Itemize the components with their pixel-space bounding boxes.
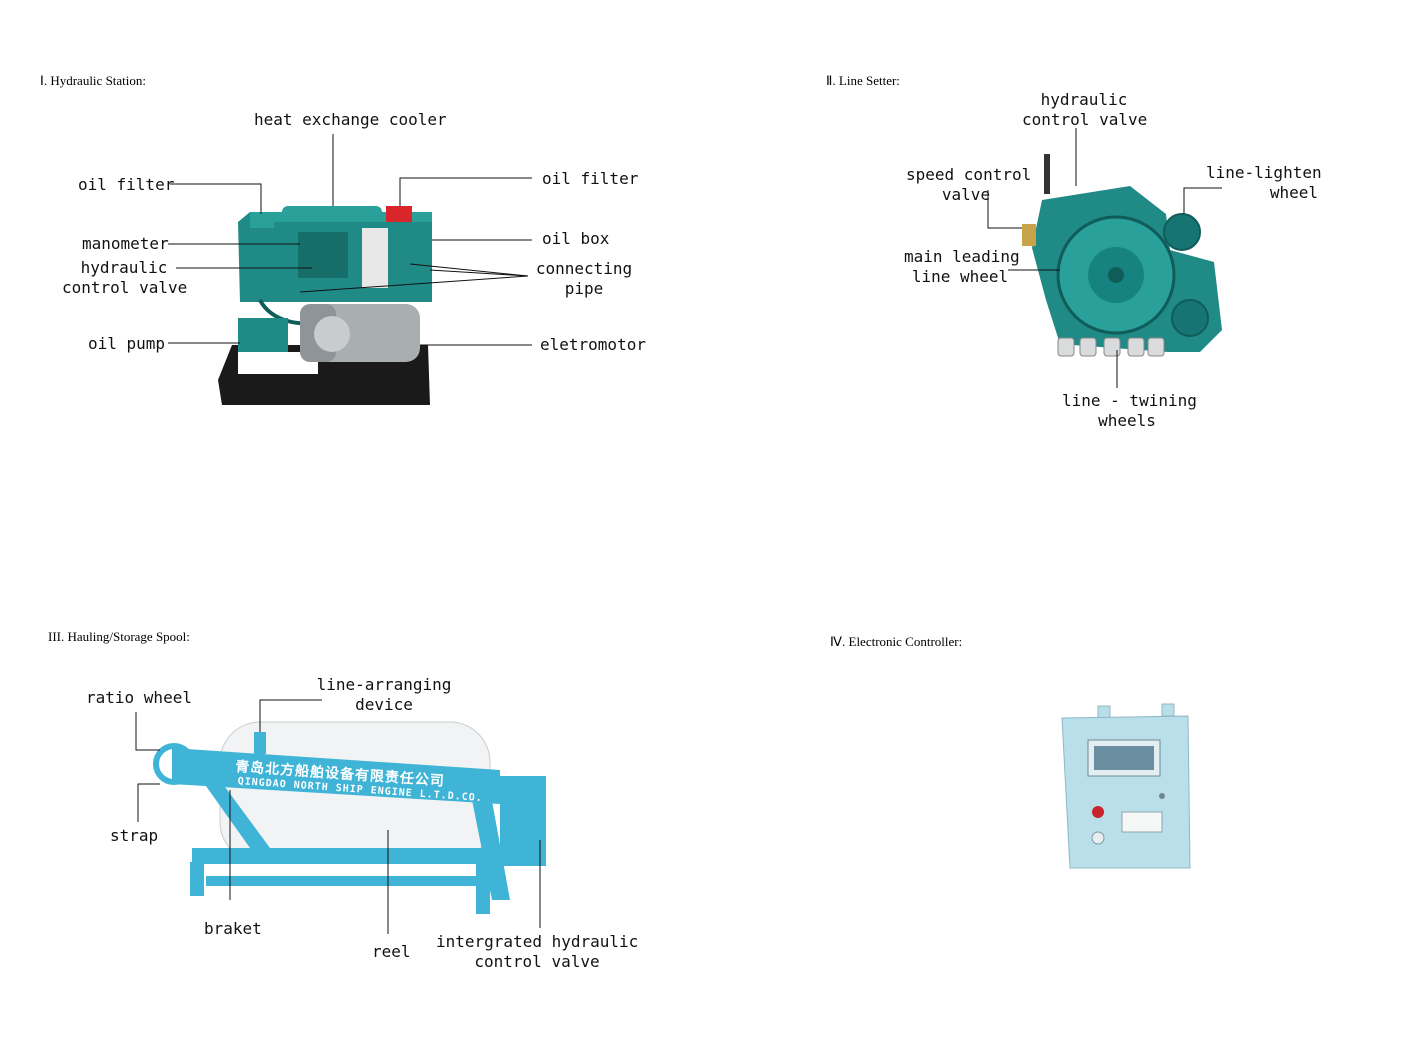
label-heat-exchange-cooler: heat exchange cooler [254,110,447,129]
label-oil-box: oil box [542,229,610,248]
label-ratio-wheel: ratio wheel [86,688,192,707]
section-title-hauling-storage-spool: III. Hauling/Storage Spool: [48,629,190,644]
label-speed-control-valve: speed control valve [906,165,1032,204]
label-intergrated-hydraulic-control-valve: intergrated hydraulic control valve [436,932,639,971]
label-hydraulic-control-valve: hydraulic control valve [62,258,188,297]
label-manometer: manometer [82,234,169,253]
label-oil-filter-left: oil filter [78,175,175,194]
label-strap: strap [110,826,159,845]
section-title-electronic-controller: Ⅳ. Electronic Controller: [830,634,963,649]
section-title-hydraulic-station: Ⅰ. Hydraulic Station: [40,73,147,88]
label-braket: braket [204,919,262,938]
label-line-arranging-device: line-arranging device [316,675,452,714]
label-line-lighten-wheel: line-lighten wheel [1206,163,1322,202]
section-title-line-setter: Ⅱ. Line Setter: [826,73,900,88]
label-main-leading-line-wheel: main leading line wheel [904,247,1020,286]
label-hydraulic-control-valve-setter: hydraulic control valve [1022,90,1148,129]
label-oil-pump: oil pump [88,334,166,353]
label-reel: reel [372,942,411,961]
label-connecting-pipe: connecting pipe [535,259,633,298]
label-oil-filter-right: oil filter [542,169,639,188]
label-line-twining-wheels: line - twining wheels [1062,391,1197,430]
label-eletromotor: eletromotor [540,335,646,354]
